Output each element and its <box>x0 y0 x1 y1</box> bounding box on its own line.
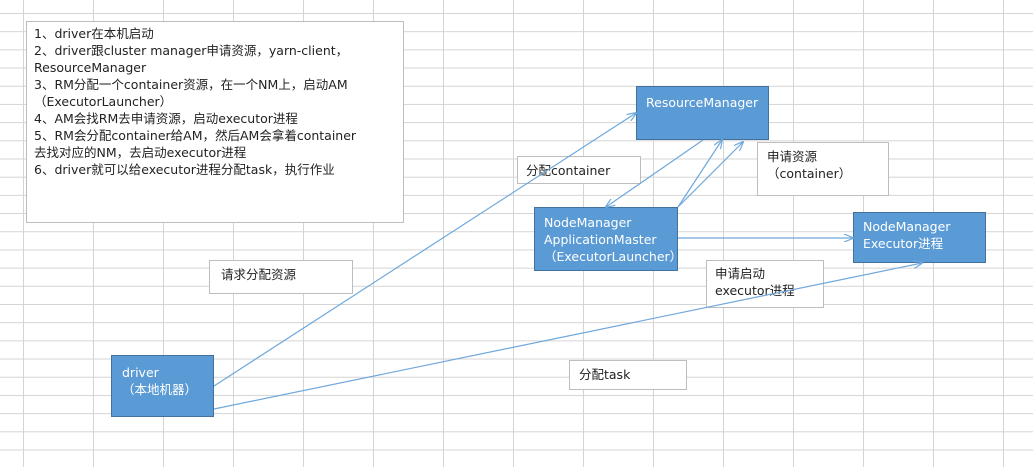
callout-allocate-container-text: 分配container <box>526 163 611 178</box>
nm-am-line2: ApplicationMaster <box>544 232 657 247</box>
step-5: 5、RM会分配container给AM，然后AM会拿着container <box>34 128 357 143</box>
callout-request-allocate: 请求分配资源 <box>209 260 353 294</box>
nm-am-line1: NodeManager <box>544 215 632 230</box>
resource-manager-label: ResourceManager <box>646 95 759 110</box>
driver-line1: driver <box>122 365 159 380</box>
nm-ex-line2: Executor进程 <box>863 236 944 251</box>
step-3-cont: （ExecutorLauncher） <box>34 94 173 109</box>
driver-node[interactable]: driver （本地机器） <box>111 355 214 417</box>
arrow-to-request-resources-box <box>677 142 743 208</box>
nm-ex-line1: NodeManager <box>863 219 951 234</box>
nodemanager-appmaster-node[interactable]: NodeManager ApplicationMaster （ExecutorL… <box>534 207 683 271</box>
callout-request-start: 申请启动 executor进程 <box>706 260 824 308</box>
callout-allocate-task-text: 分配task <box>579 367 631 382</box>
step-2: 2、driver跟cluster manager申请资源，yarn-client… <box>34 43 349 58</box>
step-3: 3、RM分配一个container资源，在一个NM上，启动AM <box>34 77 348 92</box>
arrow-nm-am-to-rm <box>677 140 722 208</box>
driver-line2: （本地机器） <box>122 382 198 397</box>
callout-request-resources-line1: 申请资源 <box>767 149 818 164</box>
callout-allocate-container: 分配container <box>517 156 641 184</box>
step-5-cont: 去找对应的NM，去启动executor进程 <box>34 145 247 160</box>
nodemanager-executor-node[interactable]: NodeManager Executor进程 <box>853 212 986 263</box>
callout-request-allocate-text: 请求分配资源 <box>221 267 297 282</box>
nm-am-line3: （ExecutorLauncher） <box>544 249 683 264</box>
step-4: 4、AM会找RM去申请资源，启动executor进程 <box>34 111 298 126</box>
steps-textbox: 1、driver在本机启动 2、driver跟cluster manager申请… <box>26 21 404 223</box>
callout-request-resources: 申请资源 （container） <box>757 142 889 196</box>
step-1: 1、driver在本机启动 <box>34 26 154 41</box>
callout-allocate-task: 分配task <box>569 360 687 390</box>
callout-request-start-line2: executor进程 <box>715 283 795 298</box>
step-6: 6、driver就可以给executor进程分配task，执行作业 <box>34 162 335 177</box>
resource-manager-node[interactable]: ResourceManager <box>636 86 769 140</box>
step-2-cont: ResourceManager <box>34 60 147 75</box>
callout-request-resources-line2: （container） <box>767 166 852 181</box>
callout-request-start-line1: 申请启动 <box>715 266 766 281</box>
